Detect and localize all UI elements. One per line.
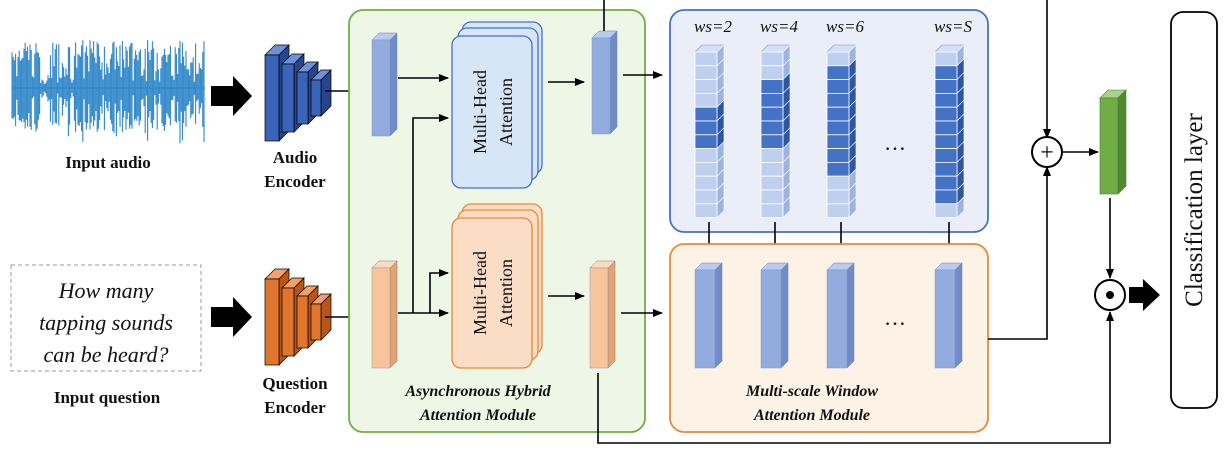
window-size-label-3: ws=6 xyxy=(826,17,864,36)
classification-layer xyxy=(1170,11,1218,409)
to-classifier-arrow xyxy=(1129,279,1160,311)
fused-feature-vector xyxy=(1099,89,1127,195)
window-output-vector-1 xyxy=(694,262,723,369)
question-encoder-icon xyxy=(264,268,332,366)
hybrid-module-title-1: Asynchronous Hybrid xyxy=(404,383,551,400)
question-line-2: tapping sounds xyxy=(39,310,173,335)
question-cross-arrow-bottom xyxy=(429,269,449,313)
waveform-icon xyxy=(11,40,205,144)
audio-multihead-attention xyxy=(451,21,543,189)
window-stack-4 xyxy=(934,44,965,219)
audio-mha-label-1: Multi-Head xyxy=(470,70,490,154)
question-mha-label-2: Attention xyxy=(496,259,516,327)
question-feature-vector xyxy=(371,260,398,369)
audio-mha-label-2: Attention xyxy=(496,78,516,146)
input-question-box xyxy=(10,264,202,372)
question-line-1: How many xyxy=(58,278,154,303)
question-skip-line xyxy=(597,311,1114,444)
question-multihead-attention xyxy=(451,203,543,369)
classification-layer-label: Classification layer xyxy=(1181,112,1208,306)
hybrid-module-title-2: Attention Module xyxy=(419,407,536,424)
question-encoder-label-1: Question xyxy=(262,374,328,393)
multiply-operator-dot xyxy=(1106,291,1114,299)
audio-attended-vector xyxy=(591,30,618,135)
add-operator-symbol: + xyxy=(1040,140,1054,166)
window-module-title-1: Multi-scale Window xyxy=(745,383,878,400)
window-stack-3 xyxy=(826,44,857,219)
window-output-vector-4 xyxy=(934,262,963,369)
question-cross-arrow-top xyxy=(412,114,449,313)
input-question-label: Input question xyxy=(54,388,161,407)
audio-encoder-icon xyxy=(264,44,332,142)
window-to-add-line xyxy=(988,166,1051,340)
window-ellipsis: … xyxy=(884,130,906,155)
window-output-ellipsis: … xyxy=(884,305,906,330)
question-line-3: can be heard? xyxy=(43,342,168,367)
window-stack-2 xyxy=(760,44,791,219)
window-size-label-1: ws=2 xyxy=(694,17,732,36)
window-output-vector-3 xyxy=(826,262,855,369)
question-input-arrow xyxy=(211,297,252,337)
audio-encoder-label-1: Audio xyxy=(273,148,317,167)
input-audio-label: Input audio xyxy=(65,153,151,172)
question-encoder-label-2: Encoder xyxy=(264,398,326,417)
question-mha-label-1: Multi-Head xyxy=(470,251,490,335)
audio-input-arrow xyxy=(211,76,252,116)
audio-encoder-label-2: Encoder xyxy=(264,172,326,191)
window-module-title-2: Attention Module xyxy=(753,407,870,424)
window-output-vector-2 xyxy=(760,262,789,369)
window-size-label-4: ws=S xyxy=(934,17,972,36)
window-stack-1 xyxy=(694,44,725,219)
question-attended-vector xyxy=(589,260,616,369)
window-size-label-2: ws=4 xyxy=(760,17,798,36)
audio-feature-vector xyxy=(371,32,398,137)
